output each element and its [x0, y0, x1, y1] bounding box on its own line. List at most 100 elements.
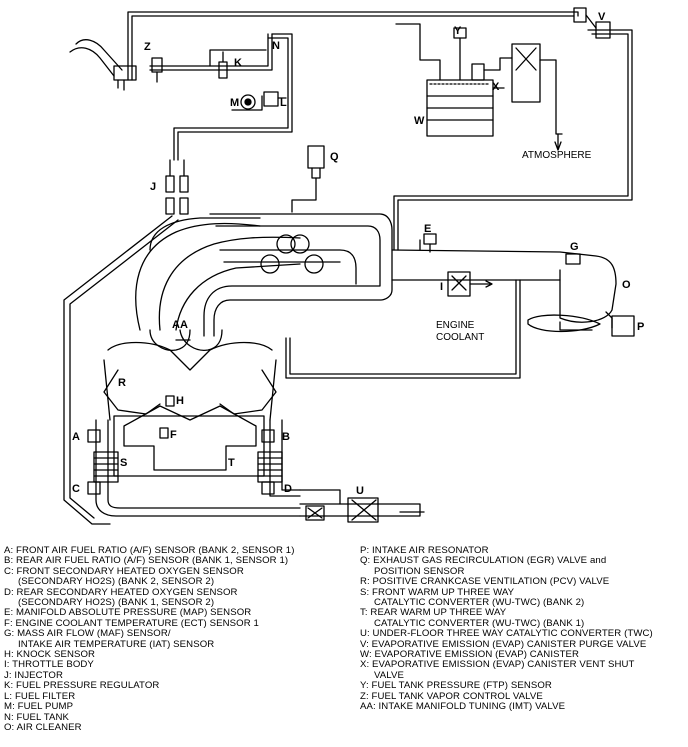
legend-line: H: KNOCK SENSOR	[4, 649, 96, 661]
atmosphere-label: ATMOSPHERE	[522, 150, 592, 161]
label-w: W	[414, 115, 425, 127]
legend-item: AA: INTAKE MANIFOLD TUNING (IMT) VALVE	[360, 701, 686, 713]
legend-right: P: INTAKE AIR RESONATOR Q: EXHAUST GAS R…	[360, 545, 686, 713]
legend-line: C: FRONT SECONDARY HEATED OXYGEN SENSOR	[4, 565, 244, 577]
label-z: Z	[144, 41, 151, 53]
label-k: K	[234, 57, 242, 69]
label-h: H	[176, 395, 184, 407]
label-u: U	[356, 485, 364, 497]
legend-line: V: EVAPORATIVE EMISSION (EVAP) CANISTER …	[360, 638, 647, 650]
label-j: J	[150, 181, 156, 193]
legend-line: K: FUEL PRESSURE REGULATOR	[4, 680, 160, 692]
label-m: M	[230, 97, 239, 109]
legend-item: N: FUEL TANK	[4, 711, 349, 723]
legend-item: O: AIR CLEANER	[4, 721, 349, 733]
legend-left: A: FRONT AIR FUEL RATIO (A/F) SENSOR (BA…	[4, 545, 349, 733]
engine-coolant-label-line2: COOLANT	[436, 332, 484, 343]
legend-continuation: (SECONDARY HO2S) (BANK 2, SENSOR 2)	[18, 576, 215, 588]
legend-item: H: KNOCK SENSOR	[4, 649, 349, 661]
vacuum-hose	[285, 279, 521, 379]
label-e: E	[424, 223, 431, 235]
legend-line: Q: EXHAUST GAS RECIRCULATION (EGR) VALVE…	[360, 555, 607, 567]
legend-line: P: INTAKE AIR RESONATOR	[360, 545, 489, 556]
legend-continuation: VALVE	[374, 669, 405, 681]
legend-line: S: FRONT WARM UP THREE WAY	[360, 586, 515, 598]
legend-line: Y: FUEL TANK PRESSURE (FTP) SENSOR	[360, 680, 552, 692]
legend-line: AA: INTAKE MANIFOLD TUNING (IMT) VALVE	[360, 701, 566, 713]
legend-line: R: POSITIVE CRANKCASE VENTILATION (PCV) …	[360, 576, 610, 588]
legend-line: L: FUEL FILTER	[4, 690, 76, 702]
legend-line: U: UNDER-FLOOR THREE WAY CATALYTIC CONVE…	[360, 628, 653, 640]
legend-item: Z: FUEL TANK VAPOR CONTROL VALVE	[360, 690, 686, 702]
label-y: Y	[454, 25, 462, 37]
fuel-filler-neck	[69, 39, 163, 91]
injectors	[165, 159, 189, 215]
purge-valve	[573, 7, 611, 39]
legend-item: D: REAR SECONDARY HEATED OXYGEN SENSOR(S…	[4, 586, 349, 609]
intake-duct	[391, 233, 635, 337]
legend-line: G: MASS AIR FLOW (MAF) SENSOR/	[4, 628, 171, 640]
legend-continuation: POSITION SENSOR	[374, 565, 465, 577]
engine-sensors	[159, 339, 191, 439]
legend-line: N: FUEL TANK	[4, 711, 69, 723]
legend-line: A: FRONT AIR FUEL RATIO (A/F) SENSOR (BA…	[4, 545, 295, 556]
label-aa: AA	[172, 319, 188, 331]
engine-coolant-label-line1: ENGINE	[436, 320, 475, 331]
fuel-tank-components	[218, 51, 287, 111]
legend-line: Z: FUEL TANK VAPOR CONTROL VALVE	[360, 690, 543, 702]
legend-continuation: CATALYTIC CONVERTER (WU-TWC) (BANK 2)	[374, 597, 585, 609]
exhaust-system	[87, 419, 425, 523]
legend-line: T: REAR WARM UP THREE WAY	[360, 607, 507, 619]
label-a: A	[72, 431, 80, 443]
left-return-hose	[63, 215, 179, 525]
legend-item: G: MASS AIR FLOW (MAF) SENSOR/INTAKE AIR…	[4, 629, 349, 650]
label-d: D	[284, 483, 292, 495]
label-b: B	[282, 431, 290, 443]
label-g: G	[570, 241, 579, 253]
label-i: I	[440, 281, 443, 293]
legend-item: X: EVAPORATIVE EMISSION (EVAP) CANISTER …	[360, 660, 686, 681]
legend-line: D: REAR SECONDARY HEATED OXYGEN SENSOR	[4, 586, 238, 598]
legend-item: U: UNDER-FLOOR THREE WAY CATALYTIC CONVE…	[360, 629, 686, 639]
legend-item: C: FRONT SECONDARY HEATED OXYGEN SENSOR(…	[4, 565, 349, 588]
fuel-line	[149, 33, 293, 161]
legend-item: Q: EXHAUST GAS RECIRCULATION (EGR) VALVE…	[360, 556, 686, 577]
intake-plenum	[135, 213, 393, 337]
legend-line: I: THROTTLE BODY	[4, 659, 94, 671]
label-q: Q	[330, 151, 339, 163]
label-s: S	[120, 457, 127, 469]
legend-line: J: INJECTOR	[4, 669, 64, 681]
legend-item: R: POSITIVE CRANKCASE VENTILATION (PCV) …	[360, 577, 686, 587]
label-o: O	[622, 279, 631, 291]
legend-line: B: REAR AIR FUEL RATIO (A/F) SENSOR (BAN…	[4, 555, 289, 567]
egr-valve	[291, 145, 325, 213]
legend-item: V: EVAPORATIVE EMISSION (EVAP) CANISTER …	[360, 638, 686, 650]
legend-item: J: INJECTOR	[4, 669, 349, 681]
evap-purge-hose	[127, 11, 633, 251]
label-r: R	[118, 377, 126, 389]
label-p: P	[637, 321, 644, 333]
label-l: L	[280, 97, 287, 109]
legend-item: F: ENGINE COOLANT TEMPERATURE (ECT) SENS…	[4, 617, 349, 629]
legend-continuation: INTAKE AIR TEMPERATURE (IAT) SENSOR	[18, 638, 215, 650]
legend-line: X: EVAPORATIVE EMISSION (EVAP) CANISTER …	[360, 659, 635, 671]
legend-item: E: MANIFOLD ABSOLUTE PRESSURE (MAP) SENS…	[4, 608, 349, 618]
label-v: V	[598, 11, 606, 23]
legend-continuation: (SECONDARY HO2S) (BANK 1, SENSOR 2)	[18, 597, 215, 609]
evap-canister	[395, 23, 563, 151]
legend-item: K: FUEL PRESSURE REGULATOR	[4, 681, 349, 691]
legend-line: F: ENGINE COOLANT TEMPERATURE (ECT) SENS…	[4, 617, 259, 629]
legend-item: Y: FUEL TANK PRESSURE (FTP) SENSOR	[360, 681, 686, 691]
legend-line: O: AIR CLEANER	[4, 721, 82, 733]
engine-block	[103, 329, 277, 477]
legend-line: M: FUEL PUMP	[4, 701, 74, 713]
legend-item: L: FUEL FILTER	[4, 690, 349, 702]
label-t: T	[228, 457, 235, 469]
label-n: N	[272, 40, 280, 52]
legend-continuation: CATALYTIC CONVERTER (WU-TWC) (BANK 1)	[374, 617, 585, 629]
label-x: X	[492, 81, 500, 93]
label-c: C	[72, 483, 80, 495]
legend-item: A: FRONT AIR FUEL RATIO (A/F) SENSOR (BA…	[4, 545, 349, 556]
legend-item: W: EVAPORATIVE EMISSION (EVAP) CANISTER	[360, 649, 686, 660]
